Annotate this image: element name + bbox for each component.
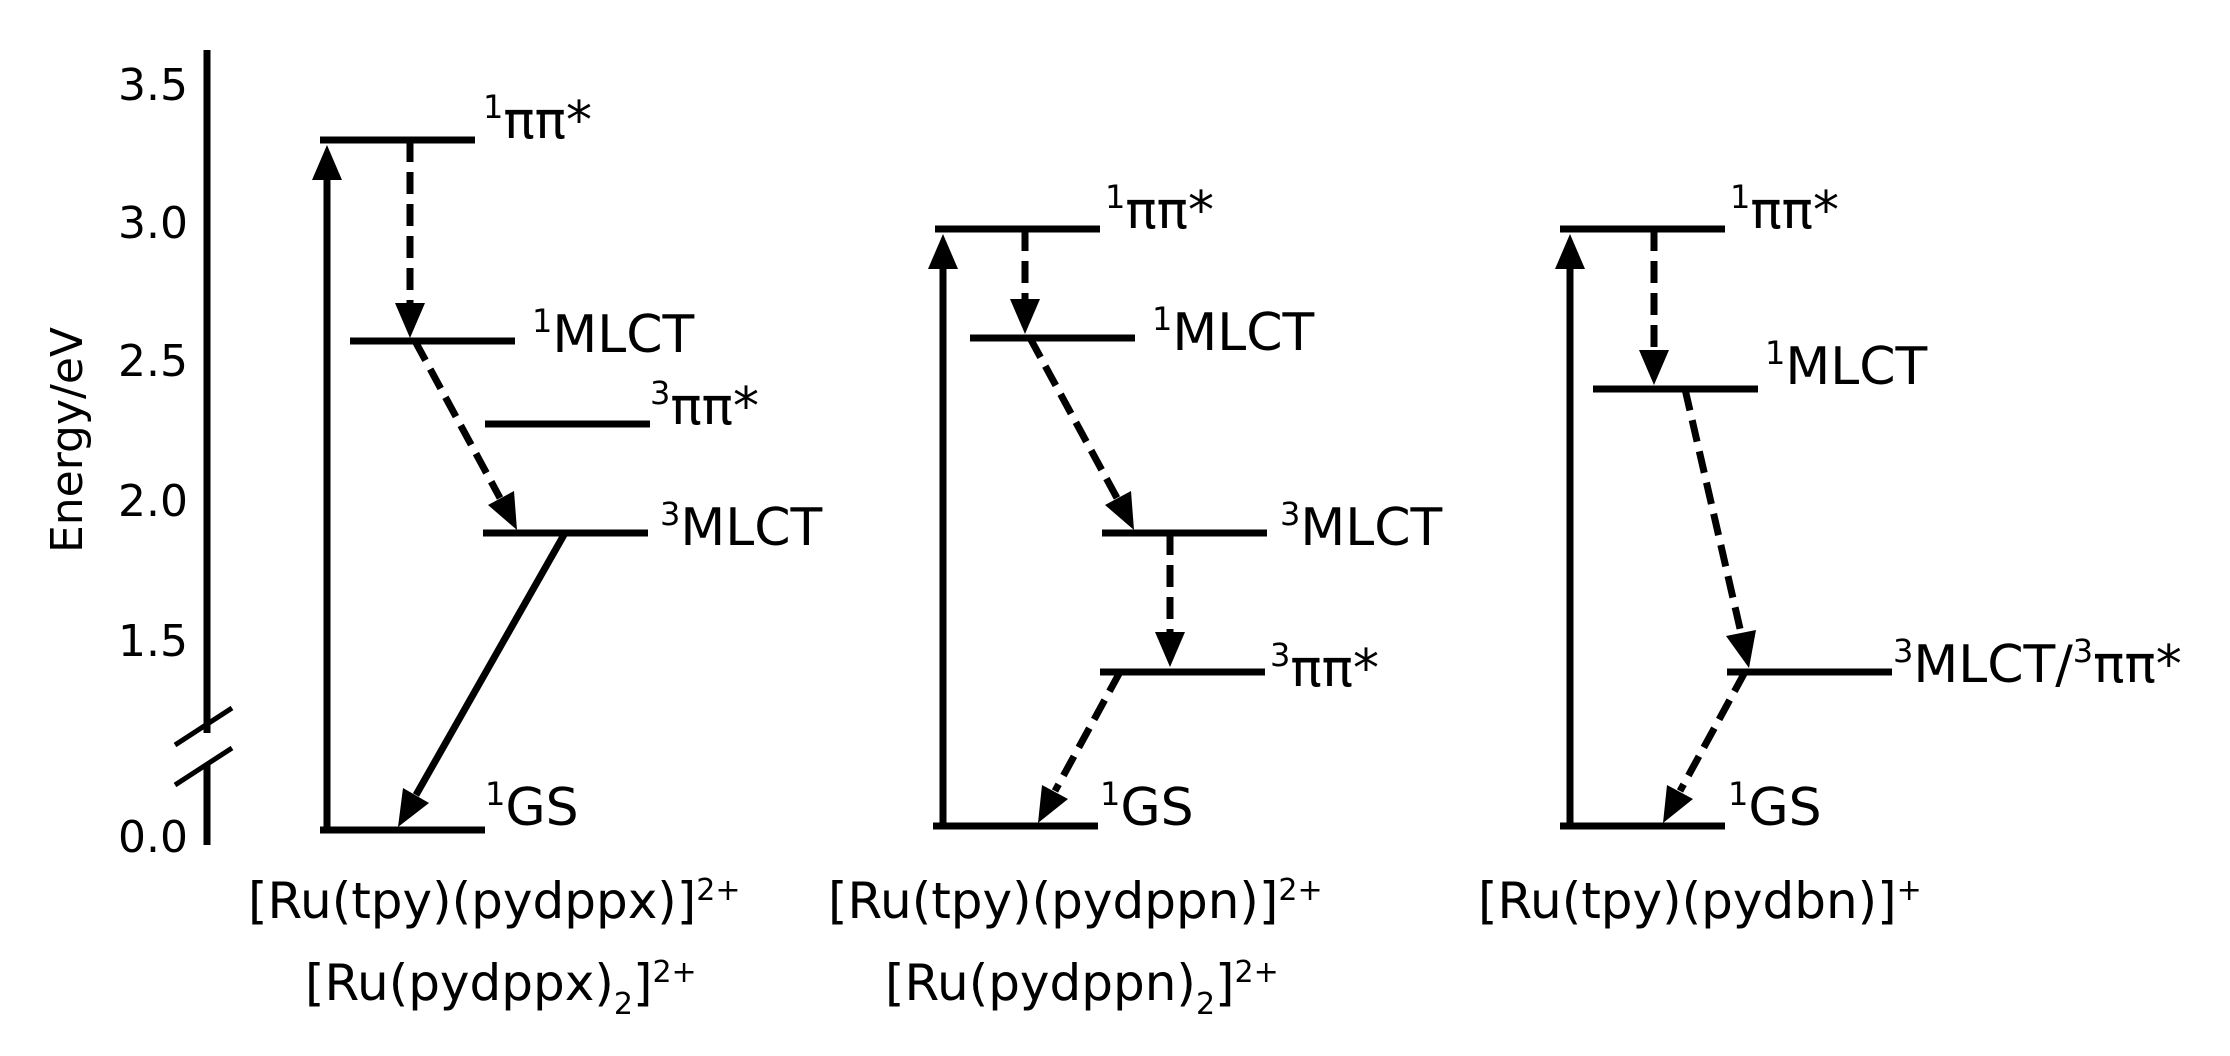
- arrowhead: [1038, 785, 1068, 823]
- relaxation-arrow: [1026, 336, 1121, 500]
- state-label: 1ππ*: [1105, 178, 1214, 241]
- compound-label: [Ru(tpy)(pydppn)]2+: [828, 872, 1323, 930]
- arrowhead: [1105, 491, 1134, 530]
- tick-label: 1.5: [118, 616, 188, 667]
- state-label: 1ππ*: [483, 88, 592, 151]
- state-label: 1MLCT: [532, 302, 695, 365]
- arrowhead: [1155, 632, 1185, 667]
- tick-label: 2.5: [118, 336, 188, 387]
- relaxation-arrow: [411, 339, 504, 500]
- state-label: 1GS: [1728, 775, 1822, 838]
- emission-arrow: [412, 531, 569, 797]
- axis-title: Energy/eV: [42, 327, 93, 553]
- arrowhead: [928, 234, 958, 269]
- state-label: 3MLCT/3ππ*: [1893, 632, 2182, 695]
- arrowhead: [395, 303, 425, 338]
- relaxation-arrow: [1676, 670, 1749, 793]
- compound-label: [Ru(pydppx)2]2+: [305, 954, 697, 1022]
- state-label: 1MLCT: [1765, 334, 1928, 397]
- axis-break-mark: [173, 705, 234, 748]
- compound-label: [Ru(tpy)(pydppx)]2+: [248, 872, 741, 930]
- arrowhead: [312, 145, 342, 180]
- arrowhead: [1639, 350, 1669, 385]
- axis-break-mark: [173, 745, 234, 788]
- compound-label: [Ru(tpy)(pydbn)]+: [1478, 872, 1922, 930]
- arrowhead: [1010, 299, 1040, 334]
- tick-label: 3.5: [118, 60, 188, 111]
- state-label: 3MLCT: [1280, 495, 1443, 558]
- state-label: 3ππ*: [650, 374, 759, 437]
- state-label: 1GS: [1100, 775, 1194, 838]
- arrowhead: [1726, 630, 1756, 668]
- tick-label: 0.0: [118, 812, 188, 863]
- arrowhead: [1663, 785, 1693, 823]
- state-label: 1MLCT: [1152, 300, 1315, 363]
- compound-label: [Ru(pydppn)2]2+: [885, 954, 1279, 1022]
- relaxation-arrow: [1051, 670, 1124, 793]
- tick-label: 3.0: [118, 198, 188, 249]
- state-label: 1GS: [485, 775, 579, 838]
- state-label: 1ππ*: [1730, 178, 1839, 241]
- arrowhead: [398, 788, 429, 827]
- relaxation-arrow: [1681, 388, 1745, 634]
- arrowhead: [488, 491, 517, 530]
- tick-label: 2.0: [118, 476, 188, 527]
- arrowhead: [1555, 234, 1585, 269]
- state-label: 3MLCT: [660, 495, 823, 558]
- state-label: 3ππ*: [1270, 636, 1379, 699]
